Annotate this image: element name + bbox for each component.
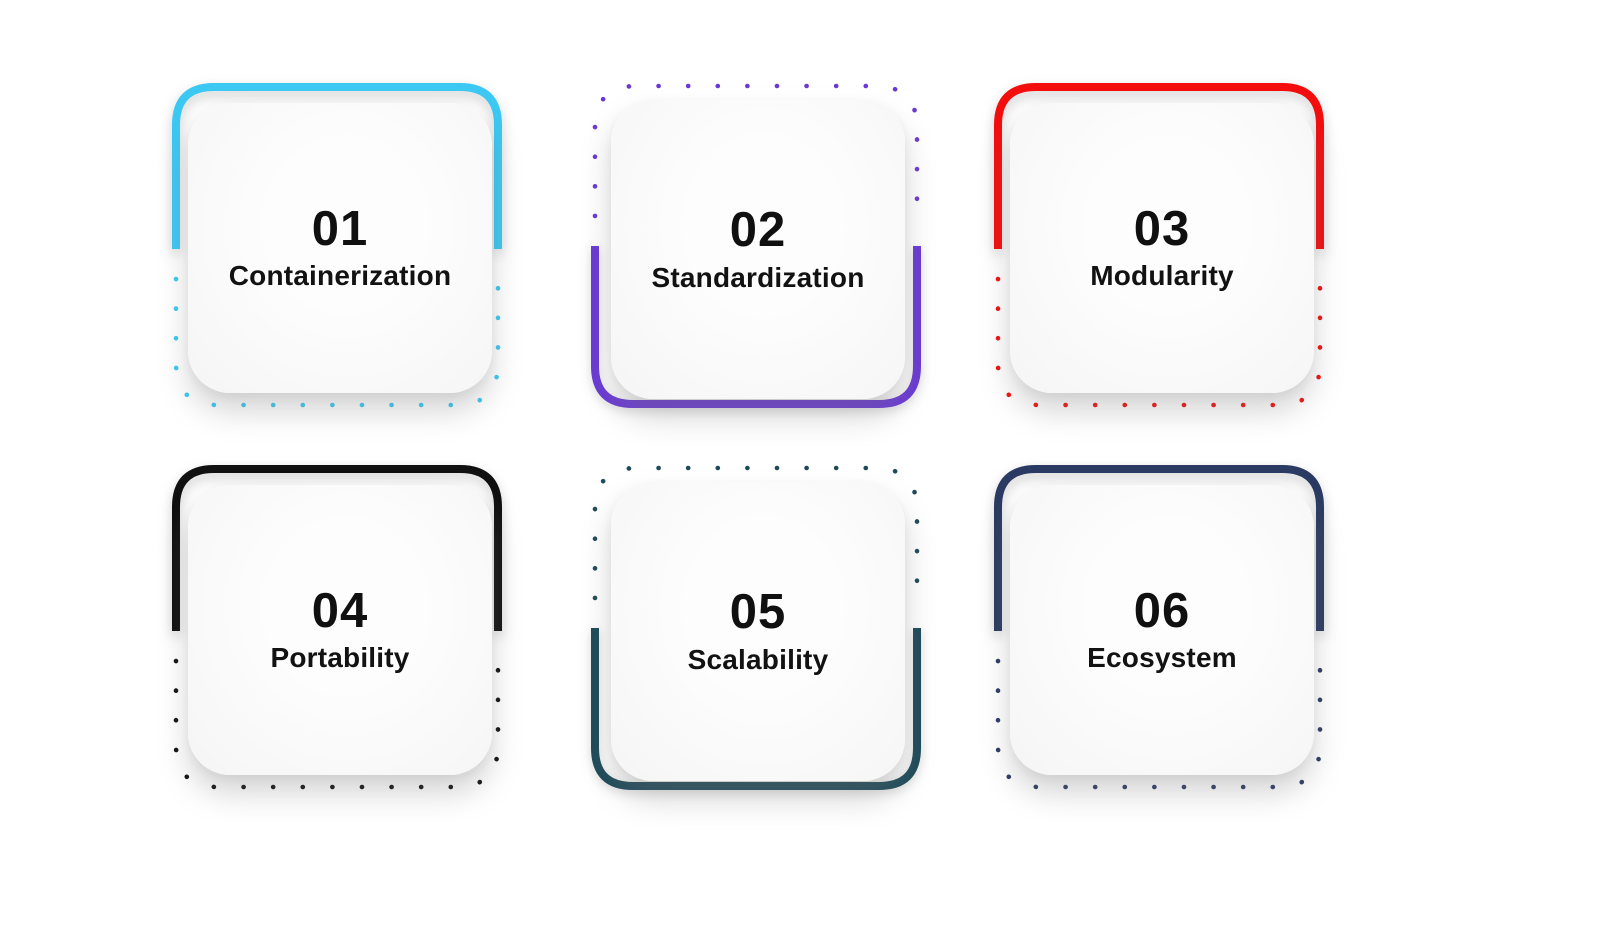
- feature-card: 04 Portability: [172, 461, 502, 791]
- card-number: 01: [311, 201, 369, 256]
- card-panel: 04 Portability: [188, 485, 492, 775]
- feature-card: 06 Ecosystem: [994, 461, 1324, 791]
- card-panel: 01 Containerization: [188, 103, 492, 393]
- card-panel: 03 Modularity: [1010, 103, 1314, 393]
- card-title: Modularity: [1090, 260, 1234, 292]
- feature-card: 02 Standardization: [591, 82, 921, 412]
- card-number: 05: [729, 585, 787, 640]
- solid-arc-bottom: [591, 246, 921, 408]
- card-title: Containerization: [228, 260, 452, 292]
- card-accent-frame: [172, 465, 502, 790]
- card-accent-frame: [591, 83, 921, 408]
- dotted-arc-top: [592, 83, 920, 219]
- card-number: 03: [1133, 201, 1191, 256]
- card-accent-frame: [591, 465, 921, 790]
- card-number: 02: [729, 203, 787, 258]
- feature-card: 05 Scalability: [591, 464, 921, 794]
- card-title: Scalability: [687, 643, 829, 675]
- card-title: Standardization: [651, 261, 865, 293]
- card-panel: 05 Scalability: [611, 482, 905, 781]
- card-panel: 02 Standardization: [611, 100, 905, 399]
- card-panel: 06 Ecosystem: [1010, 485, 1314, 775]
- dotted-arc-top: [592, 465, 920, 601]
- card-number: 04: [311, 583, 369, 638]
- feature-card: 03 Modularity: [994, 79, 1324, 409]
- feature-card: 01 Containerization: [172, 79, 502, 409]
- solid-arc-top: [994, 465, 1324, 631]
- solid-arc-top: [994, 83, 1324, 249]
- card-number: 06: [1133, 583, 1191, 638]
- solid-arc-top: [172, 83, 502, 249]
- card-accent-frame: [994, 465, 1324, 790]
- solid-arc-bottom: [591, 628, 921, 790]
- solid-arc-top: [172, 465, 502, 631]
- card-title: Portability: [270, 642, 410, 674]
- card-accent-frame: [994, 83, 1324, 408]
- card-title: Ecosystem: [1087, 642, 1237, 674]
- card-accent-frame: [172, 83, 502, 408]
